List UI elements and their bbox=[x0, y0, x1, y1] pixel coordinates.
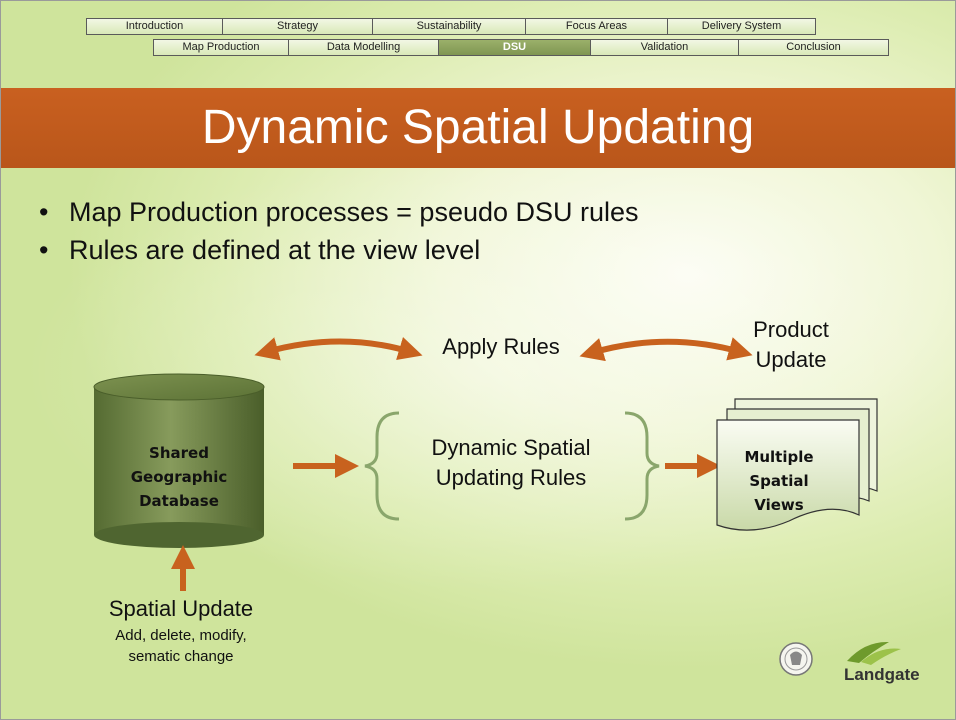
apply-rules-arrow-right bbox=[579, 337, 753, 362]
rules-label: Dynamic Spatial Updating Rules bbox=[431, 435, 591, 490]
database-label: Shared Geographic Database bbox=[130, 444, 228, 510]
views-label: Multiple Spatial Views bbox=[744, 448, 814, 514]
right-brace-icon bbox=[624, 411, 660, 521]
nav-row-top: Introduction Strategy Sustainability Foc… bbox=[86, 18, 816, 35]
bullet-dot-icon: • bbox=[39, 235, 49, 265]
tab-introduction[interactable]: Introduction bbox=[86, 18, 223, 35]
product-update-label: Product Update bbox=[753, 317, 829, 372]
tab-dsu[interactable]: DSU bbox=[439, 39, 591, 56]
left-brace-icon bbox=[364, 411, 400, 521]
tab-map-production[interactable]: Map Production bbox=[153, 39, 289, 56]
apply-rules-label: Apply Rules bbox=[442, 334, 560, 359]
spatial-update-title: Spatial Update bbox=[108, 596, 254, 621]
tab-conclusion[interactable]: Conclusion bbox=[739, 39, 889, 56]
tab-sustainability[interactable]: Sustainability bbox=[373, 18, 526, 35]
apply-rules-arrow-left bbox=[254, 337, 423, 361]
landgate-logo-text: Landgate bbox=[844, 665, 920, 684]
bullet-item: •Map Production processes = pseudo DSU r… bbox=[39, 193, 639, 231]
tab-validation[interactable]: Validation bbox=[591, 39, 739, 56]
tab-strategy[interactable]: Strategy bbox=[223, 18, 373, 35]
nav-row-bottom: Map Production Data Modelling DSU Valida… bbox=[153, 39, 889, 56]
documents-stack-icon bbox=[716, 398, 878, 531]
bullet-list: •Map Production processes = pseudo DSU r… bbox=[39, 193, 639, 269]
slide-title: Dynamic Spatial Updating bbox=[1, 88, 955, 168]
bullet-dot-icon: • bbox=[39, 197, 49, 227]
government-seal-icon bbox=[779, 642, 813, 676]
bullet-item: •Rules are defined at the view level bbox=[39, 231, 639, 269]
spatial-update-desc: Add, delete, modify, sematic change bbox=[115, 627, 247, 665]
tab-focus-areas[interactable]: Focus Areas bbox=[526, 18, 668, 35]
landgate-logo-icon bbox=[847, 641, 901, 665]
database-cylinder-icon bbox=[93, 373, 265, 548]
tab-delivery-system[interactable]: Delivery System bbox=[668, 18, 816, 35]
tab-data-modelling[interactable]: Data Modelling bbox=[289, 39, 439, 56]
